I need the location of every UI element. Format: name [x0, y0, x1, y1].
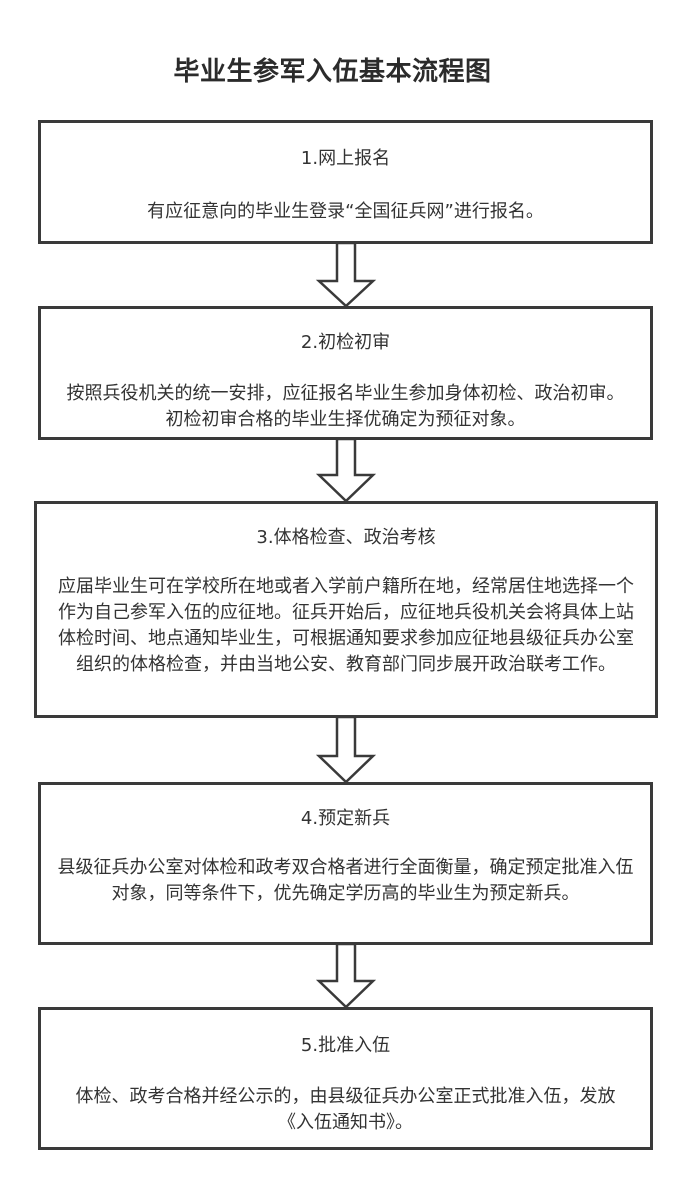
step-box-approve-enlistment: 5.批准入伍 体检、政考合格并经公示的，由县级征兵办公室正式批准入伍，发放《入伍… [38, 1007, 653, 1150]
down-arrow-icon [315, 241, 377, 308]
down-arrow-icon [315, 437, 377, 503]
step-description: 体检、政考合格并经公示的，由县级征兵办公室正式批准入伍，发放《入伍通知书》。 [75, 1086, 616, 1133]
step-description: 有应征意向的毕业生登录“全国征兵网”进行报名。 [147, 201, 544, 222]
arrow-shape [315, 942, 377, 1009]
step-box-preliminary-check: 2.初检初审 按照兵役机关的统一安排，应征报名毕业生参加身体初检、政治初审。初检… [38, 306, 653, 440]
step-heading: 3.体格检查、政治考核 [256, 527, 436, 548]
arrow-shape [315, 437, 377, 503]
step-heading: 1.网上报名 [300, 148, 391, 169]
step-description: 应届毕业生可在学校所在地或者入学前户籍所在地，经常居住地选择一个作为自己参军入伍… [58, 576, 634, 675]
down-arrow-icon [315, 715, 377, 784]
arrow-shape [315, 241, 377, 308]
down-arrow-icon [315, 942, 377, 1009]
step-heading: 5.批准入伍 [300, 1035, 391, 1056]
step-heading: 2.初检初审 [300, 332, 391, 353]
step-box-reserve-recruits: 4.预定新兵 县级征兵办公室对体检和政考双合格者进行全面衡量，确定预定批准入伍对… [38, 782, 653, 945]
step-heading: 4.预定新兵 [300, 808, 391, 829]
diagram-title: 毕业生参军入伍基本流程图 [173, 57, 492, 87]
step-box-physical-political-exam: 3.体格检查、政治考核 应届毕业生可在学校所在地或者入学前户籍所在地，经常居住地… [34, 501, 658, 718]
step-description: 按照兵役机关的统一安排，应征报名毕业生参加身体初检、政治初审。初检初审合格的毕业… [66, 383, 625, 430]
step-box-online-registration: 1.网上报名 有应征意向的毕业生登录“全国征兵网”进行报名。 [38, 120, 653, 244]
step-description: 县级征兵办公室对体检和政考双合格者进行全面衡量，确定预定批准入伍对象，同等条件下… [57, 857, 634, 904]
arrow-shape [315, 715, 377, 784]
